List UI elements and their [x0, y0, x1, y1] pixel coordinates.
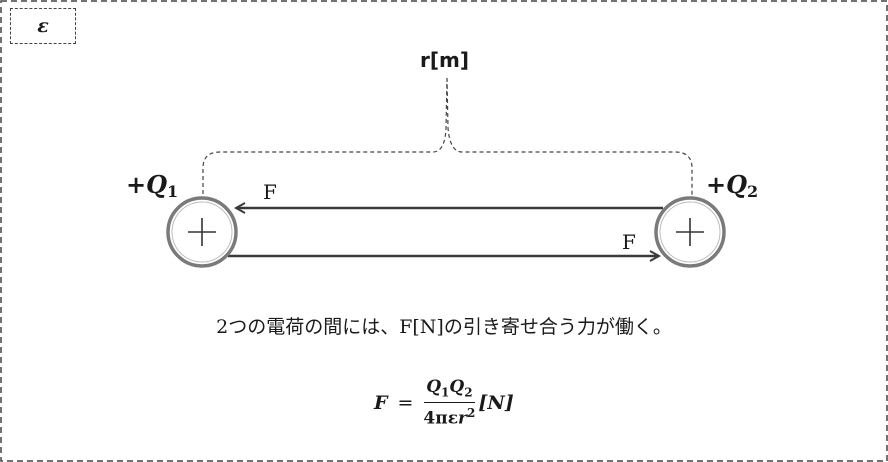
- distance-label: r[m]: [420, 48, 469, 72]
- force-label-top: F: [263, 180, 277, 204]
- formula-unit: [N]: [478, 392, 514, 414]
- force-label-bottom: F: [622, 230, 636, 254]
- charge-q1-label: +Q1: [126, 170, 179, 201]
- formula-denominator: 4πεr2: [423, 406, 476, 430]
- charge-q1-circle: [166, 196, 238, 268]
- formula-lhs: F: [374, 392, 388, 414]
- coulomb-formula: F = Q1Q2 4πεr2 [N]: [374, 375, 514, 431]
- medium-permittivity-label: ε: [10, 8, 76, 44]
- charge-q2-label: +Q2: [706, 170, 759, 201]
- distance-brace: [202, 77, 693, 215]
- medium-symbol: ε: [37, 15, 49, 37]
- caption-text: 2つの電荷の間には、F[N]の引き寄せ合う力が働く。: [216, 316, 672, 338]
- formula-numerator: Q1Q2: [424, 377, 475, 404]
- formula-fraction: Q1Q2 4πεr2: [423, 377, 475, 429]
- charge-q2-circle: [654, 196, 726, 268]
- formula-equals: =: [397, 392, 414, 414]
